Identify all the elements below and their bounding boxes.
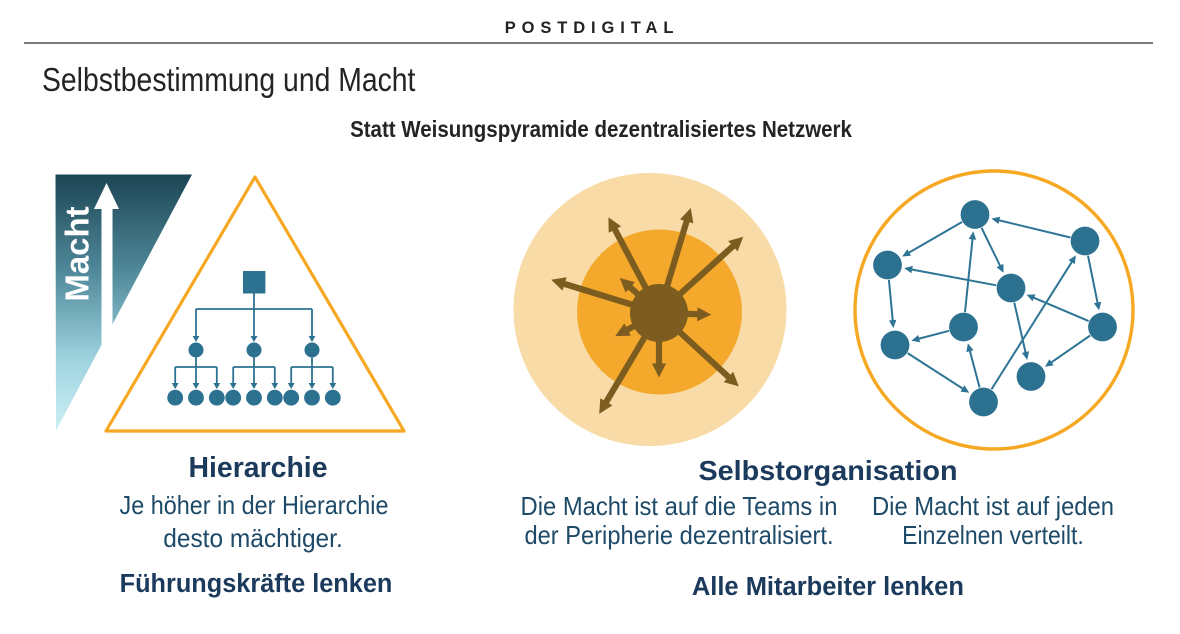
svg-text:Macht: Macht [59,206,96,301]
